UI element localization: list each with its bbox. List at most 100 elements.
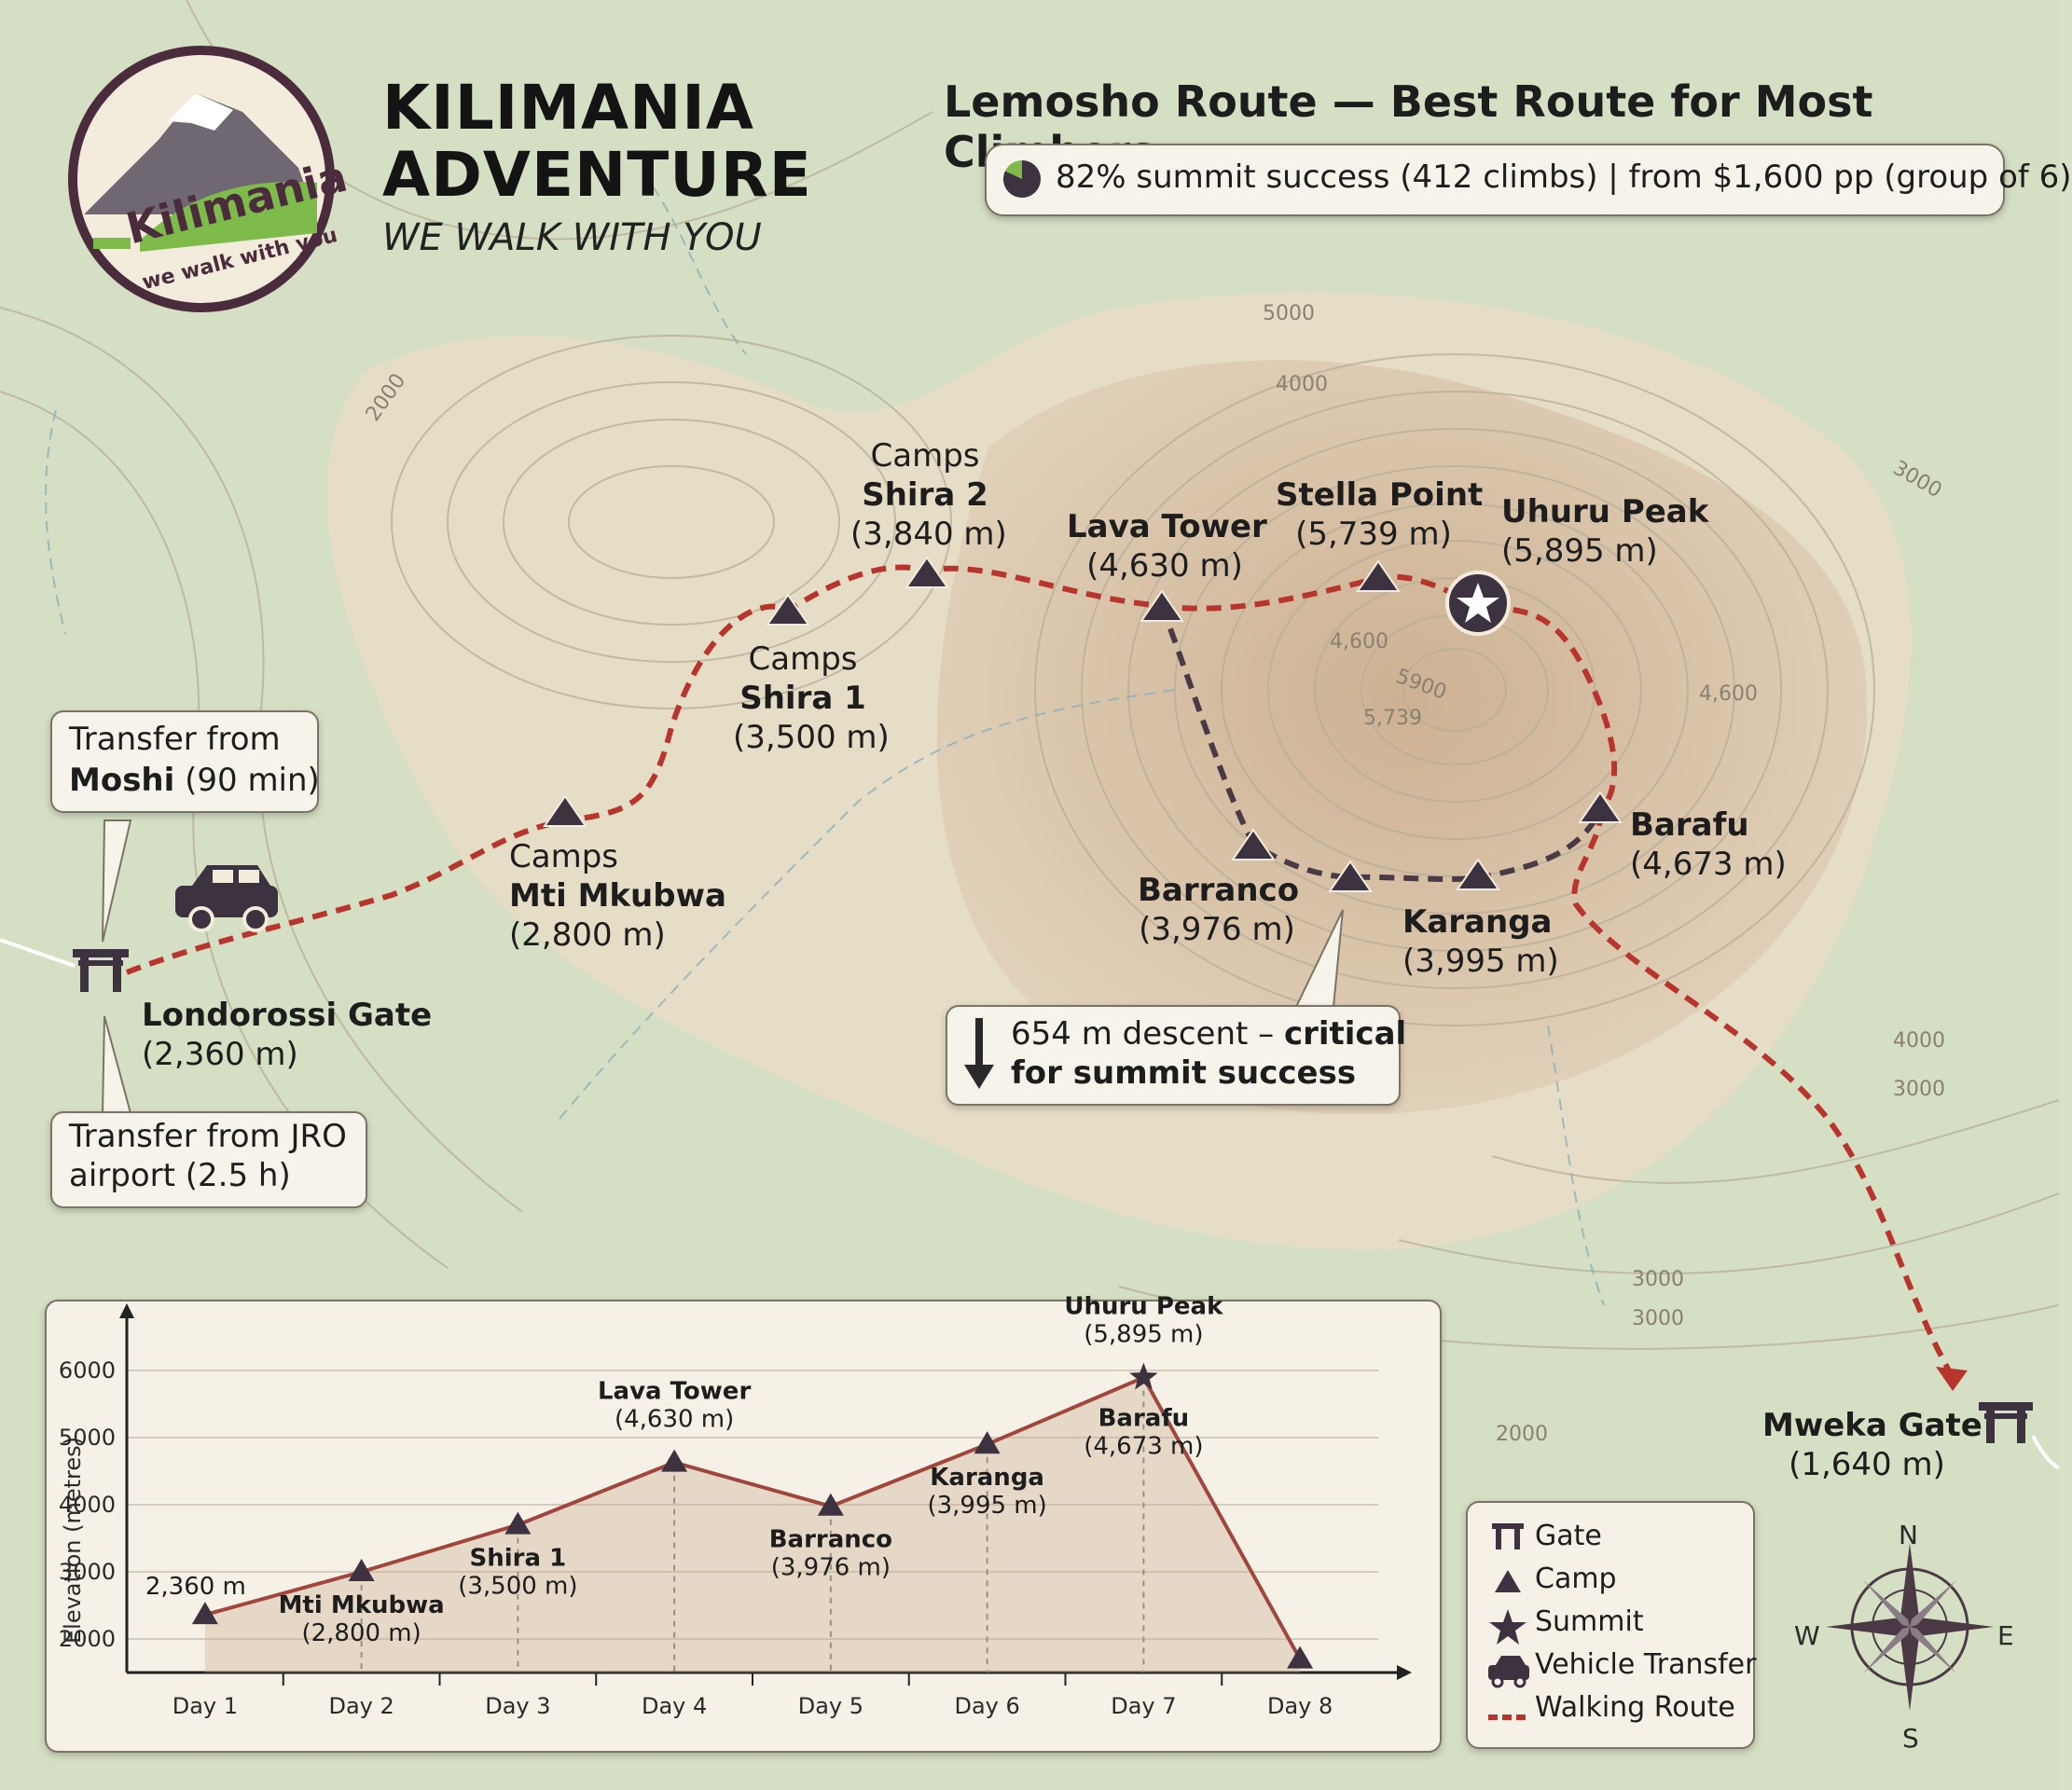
barafu-elevation: (4,673 m) bbox=[1630, 846, 1787, 883]
karanga-name: Karanga bbox=[1402, 903, 1553, 941]
stella-elevation: (5,739 m) bbox=[1295, 516, 1452, 553]
jro-callout-line2: airport (2.5 h) bbox=[69, 1157, 291, 1194]
contour-label: 3000 bbox=[1632, 1268, 1684, 1291]
summit-zone bbox=[936, 360, 1868, 1115]
camp-mti-mkubwa-marker bbox=[543, 794, 587, 827]
chart-point-camp bbox=[661, 1449, 688, 1472]
chart-point-camp bbox=[974, 1431, 1001, 1454]
legend-summit-icon bbox=[1489, 1609, 1526, 1645]
legend-gate-label: Gate bbox=[1535, 1520, 1602, 1552]
camp-shira1-marker bbox=[766, 593, 810, 626]
chart-x-tick-label: Day 6 bbox=[954, 1693, 1019, 1719]
chart-point-elevation: (3,976 m) bbox=[771, 1554, 891, 1582]
shira1-elevation: (3,500 m) bbox=[733, 719, 890, 756]
chart-point-elevation: (3,500 m) bbox=[458, 1573, 577, 1601]
contour-label: 4,600 bbox=[1330, 630, 1388, 654]
summit-marker bbox=[1445, 571, 1511, 636]
descent-callout-line1: 654 m descent – critical bbox=[1011, 1014, 1406, 1053]
chart-y-tick-label: 6000 bbox=[59, 1357, 116, 1384]
londorossi-gate-icon bbox=[73, 949, 129, 992]
legend-camp-label: Camp bbox=[1535, 1563, 1617, 1595]
chart-data-label: 2,360 m bbox=[145, 1573, 246, 1601]
contour-label: 3000 bbox=[1893, 1078, 1945, 1101]
compass-north: N bbox=[1899, 1520, 1918, 1550]
moshi-callout-pointer bbox=[102, 819, 132, 943]
lava-tower-label: Lava Tower (4,630 m) bbox=[1067, 507, 1267, 585]
compass-west: W bbox=[1794, 1620, 1820, 1651]
route-title: Lemosho Route — Best Route for Most Clim… bbox=[944, 76, 1873, 177]
descent-callout-line2: for summit success bbox=[1011, 1054, 1357, 1092]
contour-label: 4,600 bbox=[1699, 682, 1758, 706]
brand-name-line1: KILIMANIA bbox=[382, 72, 754, 144]
shira1-name: Shira 1 bbox=[739, 680, 866, 717]
lava-elevation: (4,630 m) bbox=[1086, 547, 1243, 585]
barranco-elevation: (3,976 m) bbox=[1139, 911, 1295, 948]
chart-point-summit bbox=[1129, 1362, 1158, 1390]
descent-critical: critical bbox=[1283, 1015, 1407, 1053]
camp-karanga-marker bbox=[1456, 858, 1500, 890]
barafu-label: Barafu (4,673 m) bbox=[1630, 806, 1787, 884]
chart-y-axis-arrow bbox=[119, 1303, 134, 1318]
stella-point-label: Stella Point (5,739 m) bbox=[1276, 475, 1483, 554]
legend-icons bbox=[1488, 1523, 1529, 1720]
shira2-label: Camps Shira 2 (3,840 m) bbox=[850, 436, 1007, 554]
chart-point-name: Lava Tower bbox=[598, 1378, 751, 1406]
compass-rose-icon bbox=[1826, 1543, 1994, 1711]
chart-point-elevation: (4,673 m) bbox=[1084, 1433, 1203, 1461]
mti-elevation: (2,800 m) bbox=[509, 916, 666, 954]
elevation-chart: Elevation (metres) 20003000400050006000D… bbox=[59, 1293, 1412, 1719]
camp-stella-point-marker bbox=[1356, 559, 1401, 592]
shira2-prefix: Camps bbox=[870, 437, 980, 475]
moshi-callout-line2: Moshi (90 min) bbox=[69, 761, 320, 800]
brand-name-line2: ADVENTURE bbox=[382, 139, 812, 211]
brand-name: KILIMANIA ADVENTURE bbox=[382, 75, 812, 209]
legend-summit-label: Summit bbox=[1535, 1605, 1644, 1638]
descent-amount: 654 m descent – bbox=[1011, 1015, 1284, 1053]
chart-point-camp bbox=[348, 1559, 375, 1581]
road-west bbox=[0, 938, 76, 968]
vehicle-transfer-icon bbox=[175, 865, 278, 932]
chart-area bbox=[204, 1377, 1301, 1673]
shira1-label: Camps Shira 1 (3,500 m) bbox=[733, 640, 890, 757]
karanga-label: Karanga (3,995 m) bbox=[1402, 902, 1559, 981]
chart-point-name: Shira 1 bbox=[470, 1545, 567, 1573]
chart-area-fill bbox=[204, 1377, 1301, 1673]
chart-point-elevation: (5,895 m) bbox=[1084, 1321, 1203, 1349]
road-east bbox=[2031, 1435, 2061, 1470]
camp-barafu-marker bbox=[1578, 791, 1623, 823]
kilimania-logo bbox=[68, 46, 335, 312]
mweka-gate-icon bbox=[1979, 1402, 2033, 1443]
chart-y-tick-label: 4000 bbox=[59, 1492, 116, 1518]
walking-route-descent bbox=[1571, 810, 1952, 1372]
elevation-chart-panel bbox=[45, 1300, 1442, 1753]
shira2-name: Shira 2 bbox=[862, 476, 988, 514]
contour-label: 4000 bbox=[1276, 373, 1328, 396]
chart-point-name: Mti Mkubwa bbox=[279, 1591, 445, 1619]
walking-route-traverse bbox=[1159, 604, 1603, 882]
chart-grid bbox=[119, 1303, 1412, 1686]
londorossi-elevation: (2,360 m) bbox=[142, 1036, 298, 1073]
lava-name: Lava Tower bbox=[1067, 508, 1267, 545]
chart-x-tick-label: Day 7 bbox=[1111, 1693, 1176, 1719]
brand-tagline: WE WALK WITH YOU bbox=[382, 216, 762, 259]
chart-y-tick-label: 5000 bbox=[59, 1425, 116, 1451]
chart-point-camp bbox=[1287, 1645, 1314, 1669]
chart-point-elevation: (2,800 m) bbox=[301, 1619, 421, 1647]
legend-vehicle-icon bbox=[1488, 1656, 1529, 1688]
chart-x-tick-label: Day 5 bbox=[798, 1693, 863, 1719]
chart-x-tick-label: Day 1 bbox=[173, 1693, 238, 1719]
camp-karanga-west-marker bbox=[1328, 860, 1373, 892]
descent-callout bbox=[946, 1005, 1401, 1106]
streams bbox=[45, 186, 1605, 1306]
mweka-elevation: (1,640 m) bbox=[1789, 1446, 1945, 1483]
legend-vehicle-label: Vehicle Transfer bbox=[1535, 1648, 1757, 1681]
chart-x-axis-arrow bbox=[1397, 1665, 1412, 1680]
legend-walking-label: Walking Route bbox=[1535, 1691, 1735, 1724]
mweka-name: Mweka Gate bbox=[1762, 1407, 1982, 1444]
chart-y-tick-label: 2000 bbox=[59, 1626, 116, 1652]
chart-point-elevation: (4,630 m) bbox=[615, 1406, 734, 1434]
contour-label: 5,739 bbox=[1363, 707, 1422, 730]
chart-point-camp bbox=[817, 1493, 844, 1516]
shira1-prefix: Camps bbox=[748, 640, 858, 678]
